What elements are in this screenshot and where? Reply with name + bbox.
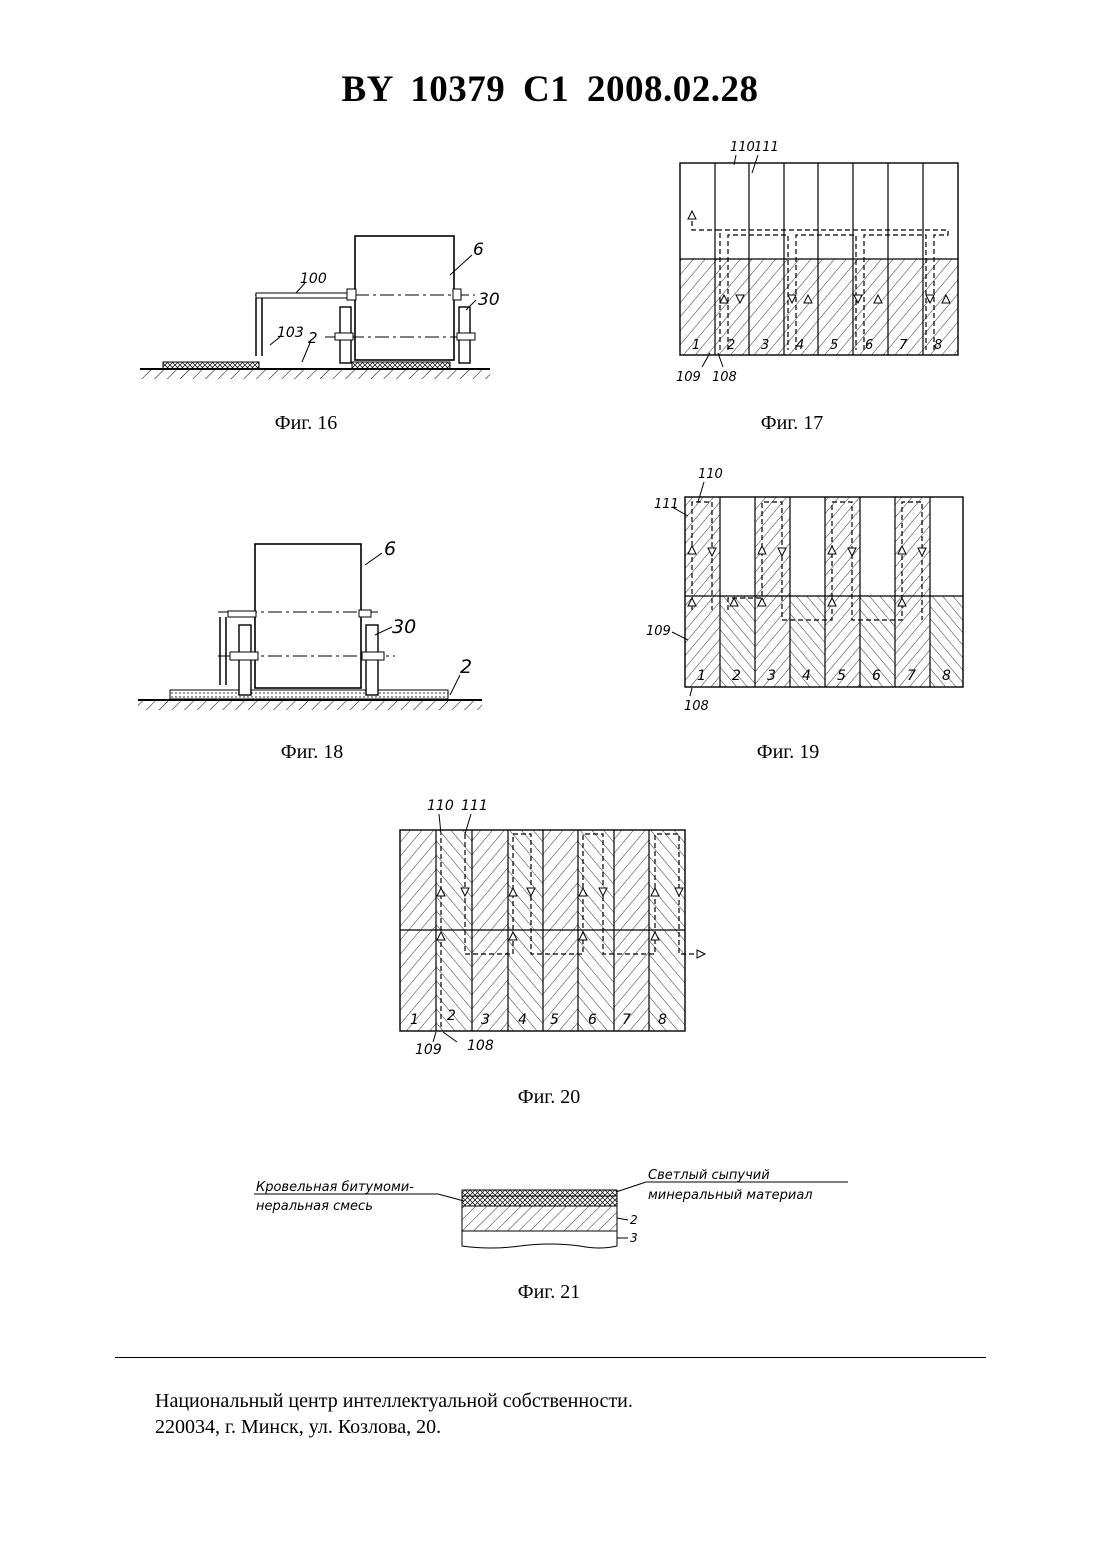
footer-divider	[115, 1357, 986, 1358]
col-label: 4	[518, 1012, 527, 1028]
layer-3	[462, 1231, 617, 1248]
label-2: 2	[460, 656, 472, 678]
figure-18: 6 30 2	[130, 535, 500, 720]
col-label: 7	[907, 668, 916, 684]
label-109: 109	[676, 370, 701, 385]
roofing-strip	[163, 362, 259, 369]
label-6: 6	[473, 240, 484, 260]
col-label: 7	[622, 1012, 631, 1028]
caption-fig16: Фиг. 16	[206, 412, 406, 435]
label-2: 2	[308, 329, 318, 347]
footer-line-2: 220034, г. Минск, ул. Козлова, 20.	[155, 1414, 633, 1440]
col-label: 3	[481, 1012, 490, 1028]
label-3: 3	[630, 1231, 638, 1245]
figure-17: 110 111 1 2 3 4 5 6 7 8 109 108	[668, 135, 968, 395]
col-label: 3	[761, 338, 769, 353]
label-108: 108	[467, 1038, 494, 1054]
footer: Национальный центр интеллектуальной собс…	[155, 1388, 633, 1440]
col-label: 6	[588, 1012, 597, 1028]
caption-fig18: Фиг. 18	[212, 741, 412, 764]
drum-6	[355, 236, 454, 360]
layer-2	[462, 1206, 617, 1231]
bitumen-layer	[462, 1196, 617, 1206]
label-103: 103	[277, 325, 304, 341]
caption-fig19: Фиг. 19	[688, 741, 888, 764]
drum-6	[255, 544, 361, 688]
col-label: 6	[872, 668, 881, 684]
mineral-layer	[462, 1190, 617, 1196]
label-100: 100	[300, 271, 327, 287]
label-30: 30	[392, 616, 416, 638]
col-label: 8	[658, 1012, 667, 1028]
label-110: 110	[698, 467, 723, 482]
bracket-103	[256, 298, 262, 356]
label-109: 109	[415, 1042, 442, 1058]
col-label: 6	[865, 338, 873, 353]
col-label: 8	[934, 338, 942, 353]
col-label: 8	[942, 668, 951, 684]
figure-20: 110 111 1 2 3 4 5 6 7 8 109 108	[395, 792, 715, 1062]
label-108: 108	[684, 699, 709, 714]
col-label: 2	[732, 668, 741, 684]
label-111: 111	[754, 140, 779, 155]
caption-fig21: Фиг. 21	[449, 1281, 649, 1304]
col-label: 1	[697, 668, 706, 684]
col-label: 7	[899, 338, 908, 353]
label-110: 110	[730, 140, 755, 155]
col-label: 3	[767, 668, 776, 684]
rod-100	[256, 293, 352, 298]
label-109: 109	[646, 624, 671, 639]
col-label: 5	[837, 668, 846, 684]
figure-19: 110 111 109 1 2 3 4 5 6 7 8 108	[640, 460, 970, 720]
figure-16: 6 100 30 103 2	[130, 225, 500, 390]
col-label: 5	[830, 338, 838, 353]
caption-fig20: Фиг. 20	[449, 1086, 649, 1109]
col-label: 4	[796, 338, 804, 353]
label-111: 111	[654, 497, 679, 512]
label-110: 110	[427, 798, 454, 814]
label-111: 111	[461, 798, 488, 814]
label-6: 6	[384, 538, 396, 560]
col-label: 1	[410, 1012, 419, 1028]
figure-21: Кровельная битумоми- неральная смесь Све…	[250, 1160, 850, 1260]
roofing-strip	[170, 690, 448, 699]
patent-header: BY 10379 C1 2008.02.28	[0, 68, 1100, 111]
label-2: 2	[630, 1213, 638, 1227]
label-right-line1: Светлый сыпучий	[648, 1168, 770, 1183]
label-30: 30	[478, 290, 500, 310]
label-left-line1: Кровельная битумоми-	[256, 1180, 414, 1195]
col-label: 1	[692, 338, 700, 353]
footer-line-1: Национальный центр интеллектуальной собс…	[155, 1388, 633, 1414]
caption-fig17: Фиг. 17	[692, 412, 892, 435]
label-left-line2: неральная смесь	[256, 1199, 373, 1214]
col-label: 2	[447, 1008, 456, 1024]
col-label: 4	[802, 668, 811, 684]
label-108: 108	[712, 370, 737, 385]
label-right-line2: минеральный материал	[648, 1188, 813, 1203]
roofing-strip	[352, 362, 450, 369]
col-label: 5	[550, 1012, 559, 1028]
col-label: 2	[727, 338, 735, 353]
